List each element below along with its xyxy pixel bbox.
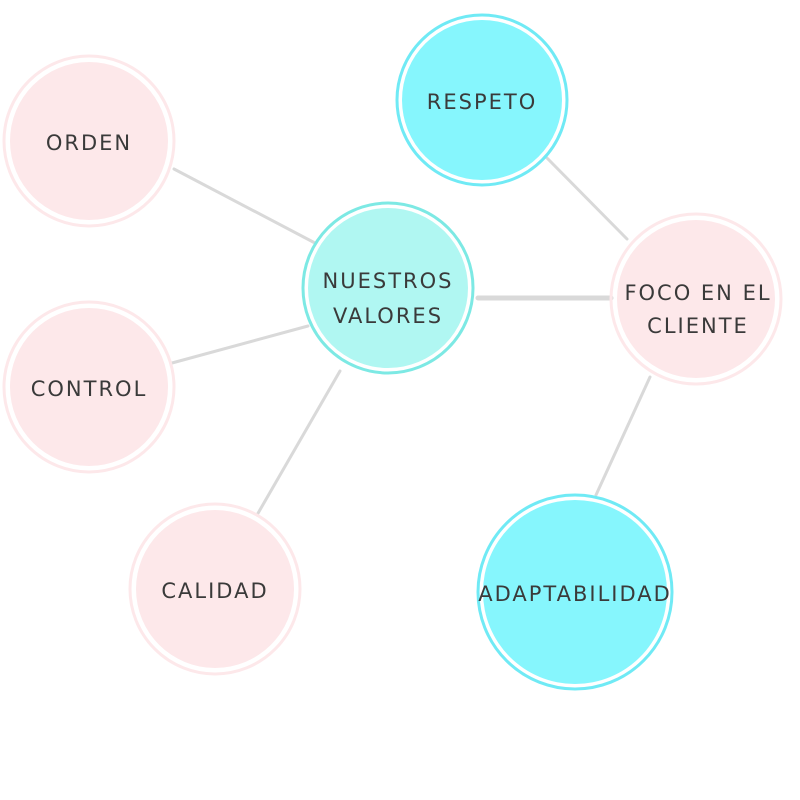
edge-center-orden bbox=[172, 167, 317, 245]
node-foco-ring bbox=[609, 212, 783, 386]
node-orden-label: ORDEN bbox=[46, 131, 132, 155]
node-foco-label-line-2: CLIENTE bbox=[647, 314, 749, 338]
node-adaptabilidad-circle bbox=[483, 500, 667, 684]
node-respeto: RESPETO bbox=[395, 13, 569, 187]
node-foco-en-el-cliente: FOCO EN EL CLIENTE bbox=[609, 212, 783, 386]
edge-center-control bbox=[170, 324, 310, 365]
node-foco-label-line-1: FOCO EN EL bbox=[624, 281, 771, 305]
node-orden-ring bbox=[2, 54, 176, 228]
center-label-line-2: VALORES bbox=[333, 304, 443, 328]
center-label-line-1: NUESTROS bbox=[323, 269, 454, 293]
node-orden: ORDEN bbox=[2, 54, 176, 228]
node-control: CONTROL bbox=[2, 300, 176, 474]
node-calidad: CALIDAD bbox=[128, 502, 302, 676]
node-calidad-ring bbox=[128, 502, 302, 676]
node-foco-circle bbox=[617, 220, 775, 378]
node-control-ring bbox=[2, 300, 176, 474]
node-orden-circle bbox=[10, 62, 168, 220]
node-calidad-label: CALIDAD bbox=[161, 579, 268, 603]
edge-foco-adaptabilidad bbox=[594, 375, 652, 497]
center-circle bbox=[308, 208, 468, 368]
node-adaptabilidad-label: ADAPTABILIDAD bbox=[478, 582, 672, 606]
node-adaptabilidad: ADAPTABILIDAD bbox=[476, 493, 674, 691]
edge-center-calidad bbox=[255, 369, 342, 517]
connector-lines bbox=[170, 156, 652, 517]
node-respeto-circle bbox=[402, 20, 562, 180]
edge-foco-respeto bbox=[545, 156, 629, 241]
node-respeto-label: RESPETO bbox=[427, 90, 537, 114]
node-control-label: CONTROL bbox=[31, 377, 148, 401]
value-nodes: ORDEN CONTROL CALIDAD RESPETO FOCO EN EL… bbox=[2, 13, 783, 691]
node-calidad-circle bbox=[136, 510, 294, 668]
node-control-circle bbox=[10, 308, 168, 466]
node-nuestros-valores: NUESTROS VALORES bbox=[301, 201, 475, 375]
